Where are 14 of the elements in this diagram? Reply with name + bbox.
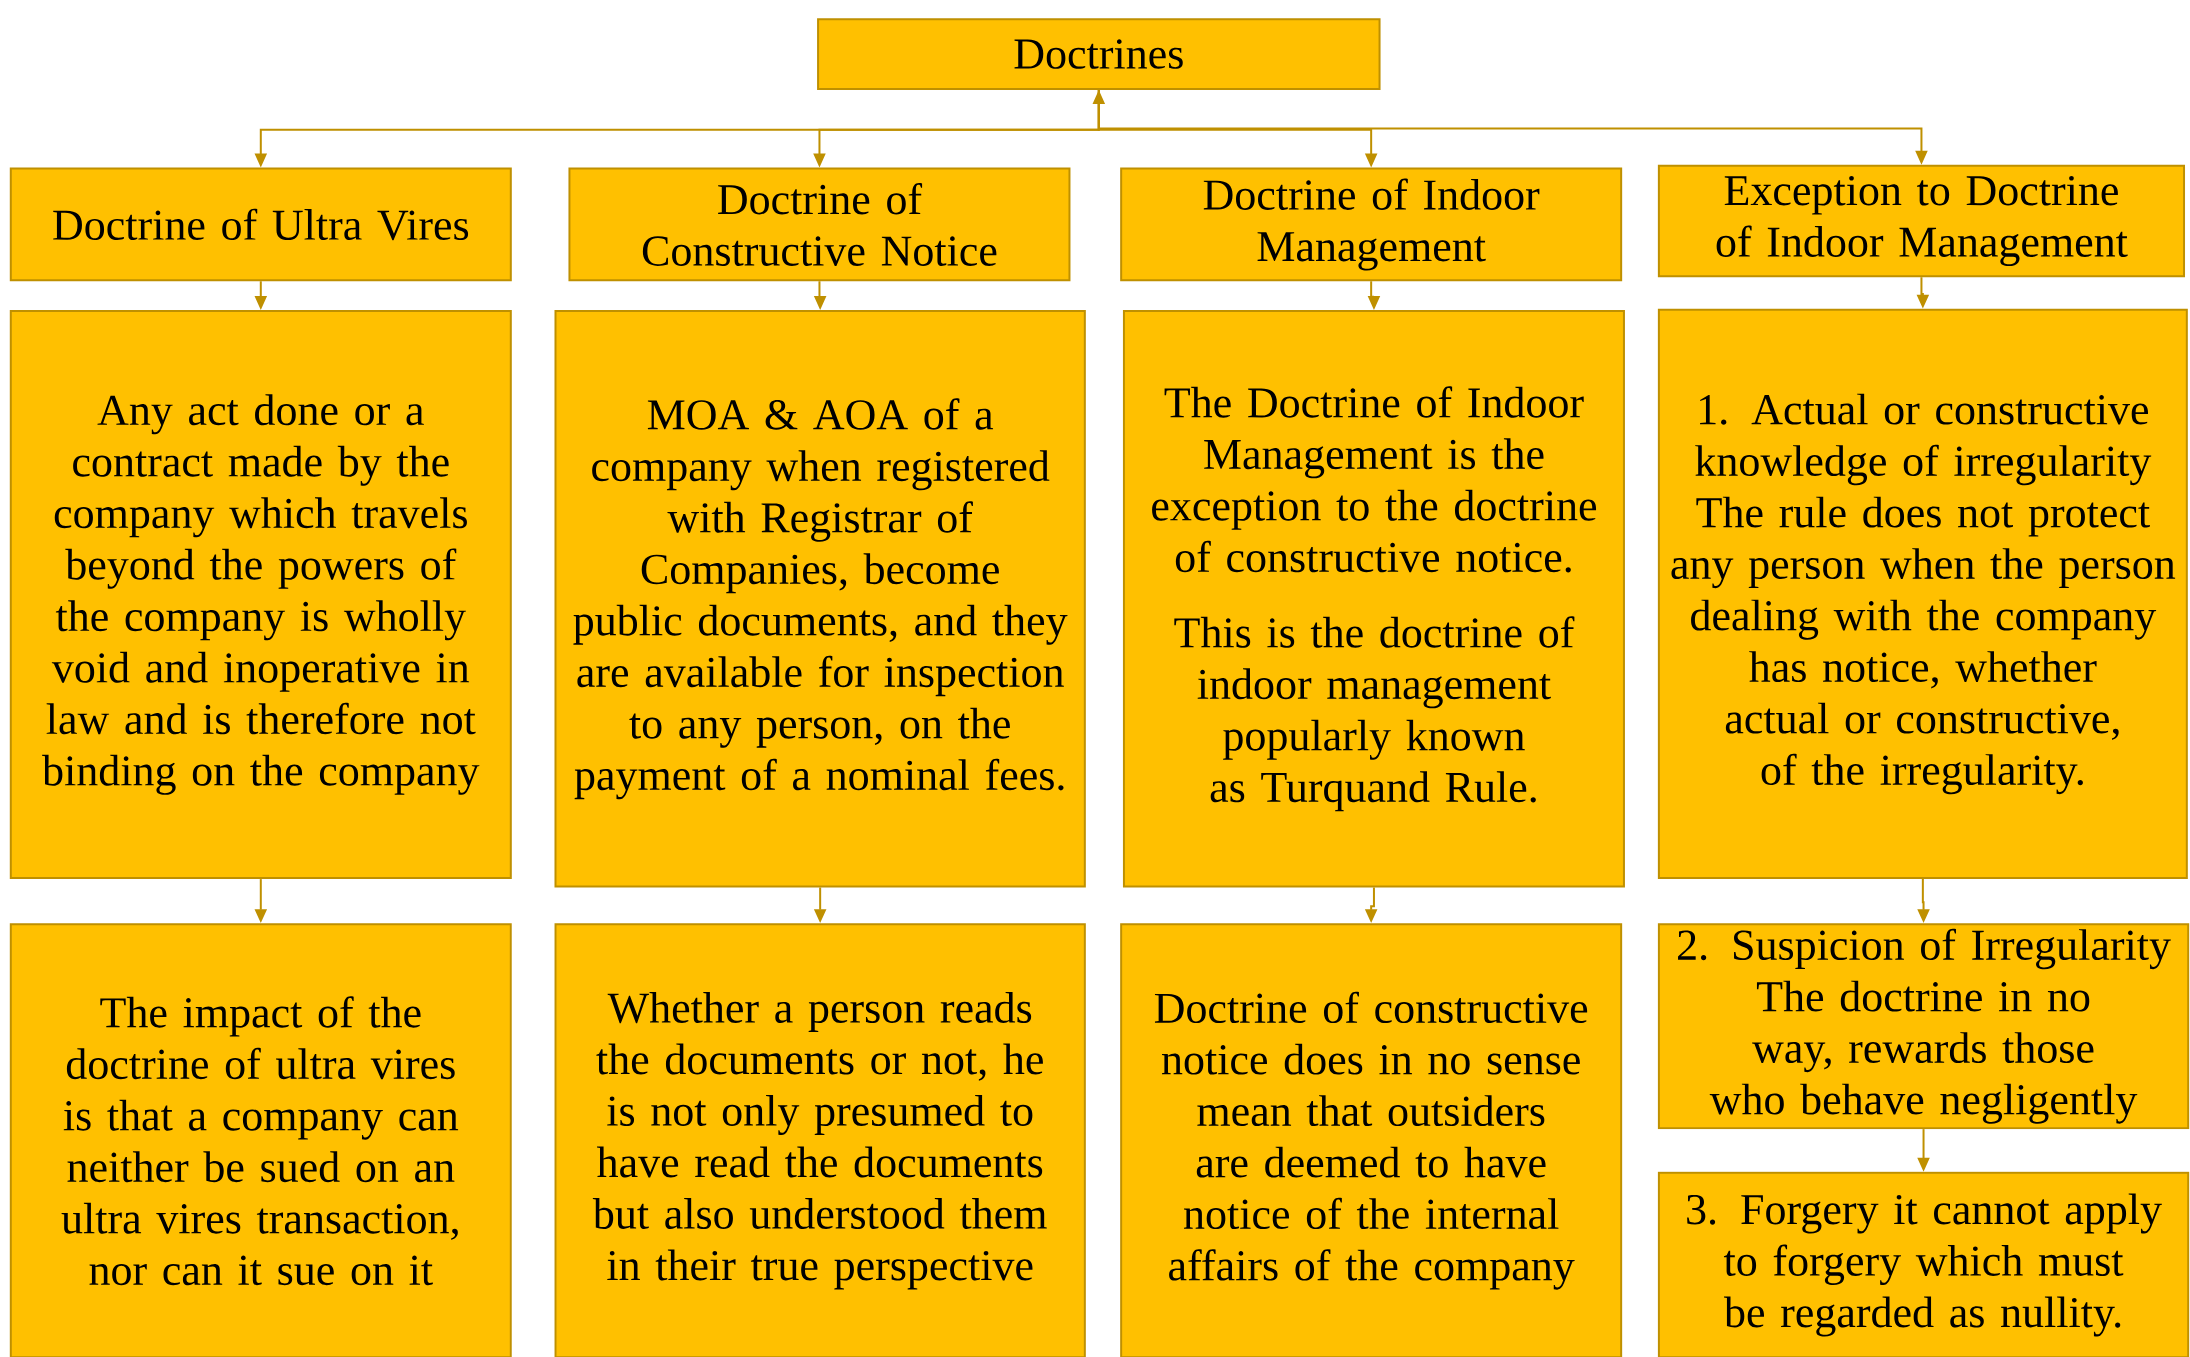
text-box: 1. Actual or constructive knowledge of irregularity The rule does not protect any person when the person dealing with the company has notice, whether actual or constructive, of the irregularity.: [1657, 308, 2188, 880]
title-box: Doctrines: [817, 18, 1381, 90]
text-box: 3. Forgery it cannot apply to forgery which must be regarded as nullity.: [1657, 1171, 2190, 1357]
text-box: MOA & AOA of a company when registered with Registrar of Companies, become public documents, and they are available for inspection to any person, on the payment of a nominal fees.: [554, 310, 1086, 888]
text-box: The impact of the doctrine of ultra vires is that a company can neither be sued on an ultra vires transaction, nor can it sue on it: [9, 923, 512, 1357]
heading-box: Doctrine of Indoor Management: [1120, 167, 1623, 282]
heading-box: Doctrine of Ultra Vires: [9, 167, 512, 282]
text-box: The Doctrine of Indoor Management is the exception to the doctrine of constructive notice. This is the doctrine of indoor management popularly known as Turquand Rule.: [1122, 310, 1625, 888]
text-box: Doctrine of constructive notice does in no sense mean that outsiders are deemed to have notice of the internal affairs of the company: [1120, 923, 1623, 1357]
heading-box: Doctrine of Constructive Notice: [568, 167, 1071, 282]
heading-box: Exception to Doctrine of Indoor Management: [1657, 164, 2186, 278]
text-box: Any act done or a contract made by the company which travels beyond the powers of the company is wholly void and inoperative in law and is therefore not binding on the company: [9, 310, 512, 880]
text-box: 2. Suspicion of Irregularity The doctrine in no way, rewards those who behave negligently: [1657, 923, 2190, 1130]
text-box: Whether a person reads the documents or not, he is not only presumed to have read the documents but also understood them in their true perspective: [554, 923, 1086, 1357]
